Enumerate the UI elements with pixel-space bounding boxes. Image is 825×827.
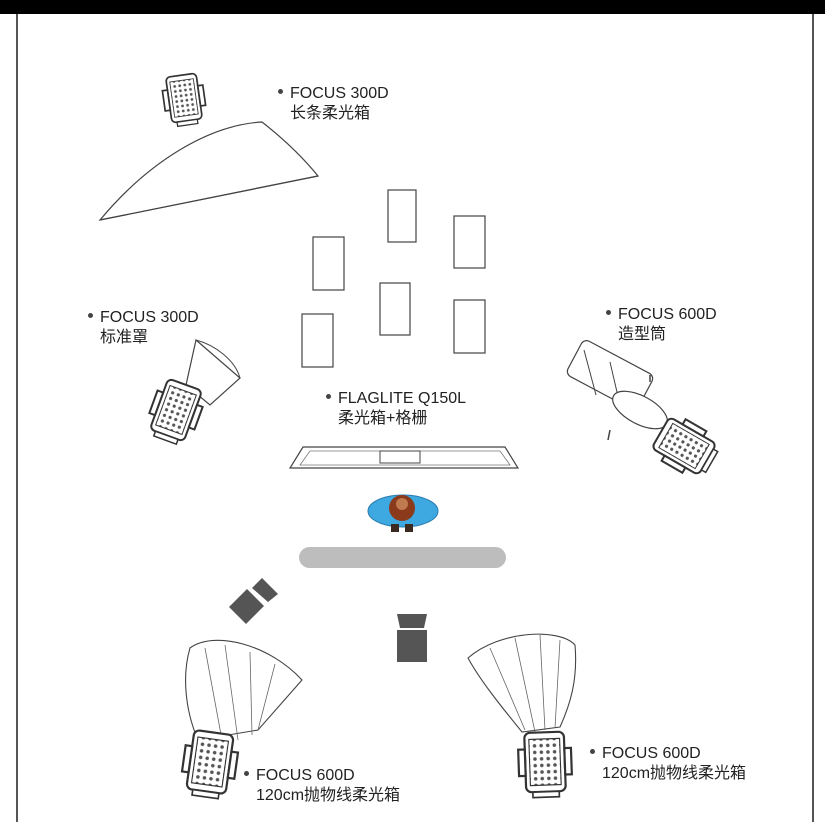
label-modifier: 标准罩 [100,329,149,346]
parabolic-softbox-right [467,633,577,800]
bullet-dot [606,310,611,316]
label-modifier: 120cm抛物线柔光箱 [602,765,747,782]
label-model: FOCUS 600D [618,306,717,323]
bullet-dot [88,313,93,319]
camera-left [229,578,278,624]
background-panels [301,189,486,368]
label-top-softbox: FOCUS 300D 长条柔光箱 [278,84,389,124]
label-left-reflector: FOCUS 300D 标准罩 [88,308,199,348]
subject-person [367,494,439,532]
label-modifier: 造型筒 [618,326,667,343]
projection-spot-light [566,340,725,484]
label-model: FLAGLITE Q150L [338,390,467,407]
standard-reflector-light [141,338,241,450]
label-model: FOCUS 600D [602,745,701,762]
bullet-dot [244,771,249,777]
label-modifier: 柔光箱+格栅 [338,410,428,427]
label-right-spot: FOCUS 600D 造型筒 [606,305,717,345]
label-modifier: 长条柔光箱 [290,105,371,122]
bullet-dot [278,89,283,95]
label-bottom-right: FOCUS 600D 120cm抛物线柔光箱 [590,744,746,784]
strip-softbox-light [98,71,320,221]
parabolic-softbox-left [177,639,303,802]
camera-center [397,614,427,662]
label-modifier: 120cm抛物线柔光箱 [256,787,401,804]
label-center-flag: FLAGLITE Q150L 柔光箱+格栅 [326,389,466,429]
bullet-dot [590,749,595,755]
flaglite-softbox [288,446,520,469]
label-model: FOCUS 300D [290,85,389,102]
label-model: FOCUS 300D [100,309,199,326]
table [299,547,506,568]
top-frame-bar [0,0,825,14]
bullet-dot [326,394,331,400]
label-bottom-left: FOCUS 600D 120cm抛物线柔光箱 [244,766,400,806]
label-model: FOCUS 600D [256,767,355,784]
